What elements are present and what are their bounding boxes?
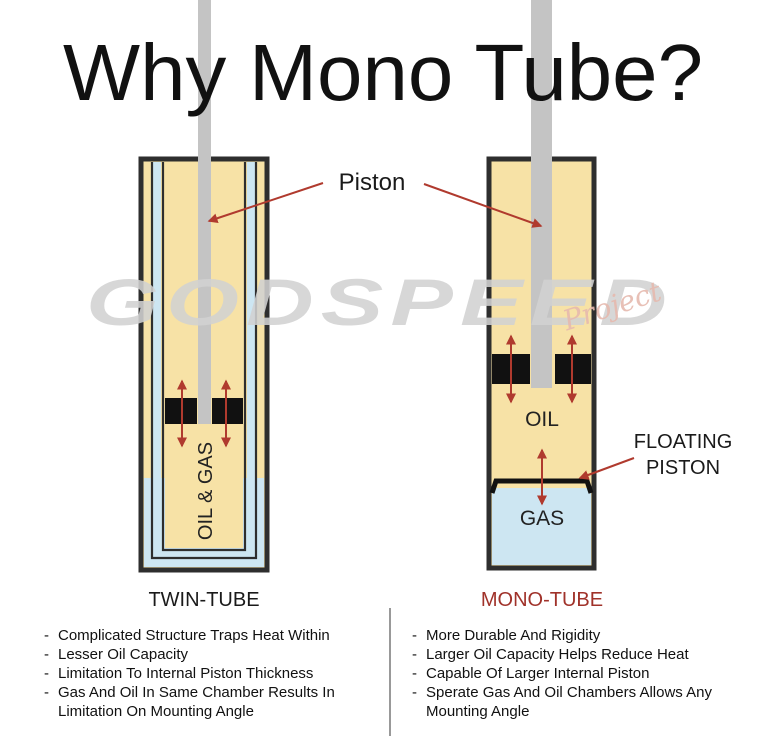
mono-oil-label: OIL bbox=[525, 408, 559, 431]
callouts: Piston FLOATING PISTON bbox=[207, 169, 733, 480]
twin-tube-diagram: OIL & GAS bbox=[138, 0, 270, 573]
piston-pointer-mono bbox=[423, 183, 543, 228]
mono-piston-rod bbox=[531, 0, 552, 388]
list-item: Lesser Oil Capacity bbox=[44, 645, 390, 664]
mono-gas-label: GAS bbox=[520, 507, 564, 530]
mono-tube-bullet-list: More Durable And Rigidity Larger Oil Cap… bbox=[412, 626, 758, 721]
twin-inner-tube-wall bbox=[161, 162, 247, 552]
twin-piston-rod bbox=[198, 0, 211, 424]
list-item: Capable Of Larger Internal Piston bbox=[412, 664, 758, 683]
mono-tube-heading: MONO-TUBE bbox=[481, 589, 603, 611]
twin-tube-heading: TWIN-TUBE bbox=[148, 589, 259, 611]
list-item: Sperate Gas And Oil Chambers Allows Any … bbox=[412, 683, 758, 721]
watermark-brand: GODSPEED bbox=[86, 265, 674, 339]
floating-piston-label-line1: FLOATING bbox=[634, 431, 733, 453]
floating-piston-pointer bbox=[578, 457, 635, 480]
list-item: Limitation To Internal Piston Thickness bbox=[44, 664, 390, 683]
piston-pointer-twin bbox=[207, 182, 324, 224]
list-item: Larger Oil Capacity Helps Reduce Heat bbox=[412, 645, 758, 664]
twin-fluid-label: OIL & GAS bbox=[195, 442, 217, 540]
watermark: GODSPEED Project bbox=[86, 265, 674, 339]
piston-label: Piston bbox=[339, 169, 406, 196]
twin-piston-right bbox=[212, 398, 243, 424]
page-title: Why Mono Tube? bbox=[63, 28, 703, 117]
list-item: Complicated Structure Traps Heat Within bbox=[44, 626, 390, 645]
twin-outer-gap-right bbox=[247, 162, 256, 556]
floating-piston-label-line2: PISTON bbox=[646, 457, 720, 479]
list-item: Gas And Oil In Same Chamber Results In L… bbox=[44, 683, 390, 721]
mono-tube-diagram: OIL GAS bbox=[486, 0, 597, 571]
twin-outer-liner-wall bbox=[150, 162, 258, 560]
twin-tube-bullet-list: Complicated Structure Traps Heat Within … bbox=[44, 626, 390, 721]
list-item: More Durable And Rigidity bbox=[412, 626, 758, 645]
twin-outer-gap-left bbox=[152, 162, 161, 556]
